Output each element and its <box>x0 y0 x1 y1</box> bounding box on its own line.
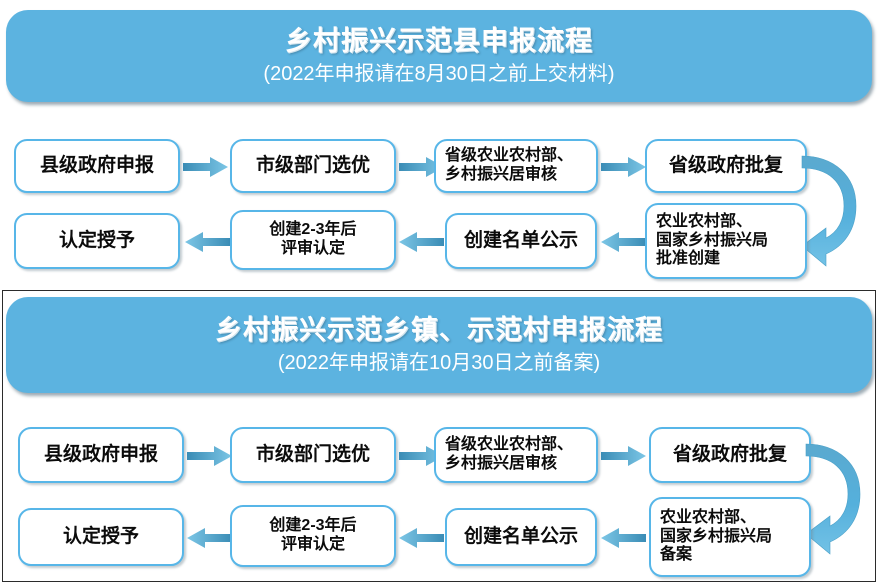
arrow-right-1c <box>601 157 646 177</box>
section-2-banner: 乡村振兴示范乡镇、示范村申报流程 (2022年申报请在10月30日之前备案) <box>6 297 872 393</box>
node-provincial-approval-1[interactable]: 省级政府批复 <box>645 139 807 193</box>
arrow-right-1a <box>183 157 228 177</box>
arrow-left-2a <box>187 528 232 548</box>
node-label: 创建名单公示 <box>463 229 578 251</box>
section-1-banner: 乡村振兴示范县申报流程 (2022年申报请在8月30日之前上交材料) <box>6 10 872 102</box>
node-county-application-1[interactable]: 县级政府申报 <box>14 139 180 193</box>
node-label-line-2: 乡村振兴居审核 <box>445 455 558 472</box>
node-label-line-1: 省级农业农村部、 <box>445 147 574 165</box>
node-label-line-1: 农业农村部、 <box>660 508 757 526</box>
node-label: 创建名单公示 <box>463 525 578 547</box>
node-label: 创建2-3年后 评审认定 <box>232 221 394 259</box>
node-certification-award-2[interactable]: 认定授予 <box>18 508 184 566</box>
node-ministry-approval-1[interactable]: 农业农村部、 国家乡村振兴局 批准创建 <box>645 203 807 279</box>
node-certification-award-1[interactable]: 认定授予 <box>14 213 180 269</box>
arrow-left-1b <box>399 232 444 252</box>
node-ministry-filing-2[interactable]: 农业农村部、 国家乡村振兴局 备案 <box>649 497 811 577</box>
node-label: 省级政府批复 <box>668 154 783 176</box>
arrow-right-2b <box>399 446 444 466</box>
arrow-left-1a <box>185 232 230 252</box>
node-label-line-1: 创建2-3年后 <box>269 221 357 239</box>
node-label-line-2: 评审认定 <box>280 536 345 553</box>
node-label-line-2: 评审认定 <box>280 240 345 257</box>
node-label-line-2: 乡村振兴居审核 <box>445 166 558 183</box>
node-label-line-2: 国家乡村振兴局 <box>660 527 773 545</box>
node-review-after-years-1[interactable]: 创建2-3年后 评审认定 <box>230 210 396 270</box>
node-label: 农业农村部、 国家乡村振兴局 批准创建 <box>656 213 768 270</box>
section-2-title: 乡村振兴示范乡镇、示范村申报流程 <box>215 315 663 346</box>
node-county-application-2[interactable]: 县级政府申报 <box>18 427 184 483</box>
node-label: 市级部门选优 <box>255 154 370 176</box>
node-label-line-1: 创建2-3年后 <box>269 517 357 535</box>
section-2-subtitle: (2022年申报请在10月30日之前备案) <box>277 351 601 374</box>
node-label: 省级农业农村部、 乡村振兴居审核 <box>445 147 573 185</box>
node-label: 认定授予 <box>58 229 135 251</box>
node-label: 认定授予 <box>62 525 139 547</box>
node-label: 县级政府申报 <box>39 154 154 176</box>
arrow-left-1c <box>601 232 646 252</box>
node-label: 县级政府申报 <box>43 443 158 465</box>
arrow-left-2b <box>399 528 444 548</box>
node-provincial-review-1[interactable]: 省级农业农村部、 乡村振兴居审核 <box>434 139 598 193</box>
node-city-selection-2[interactable]: 市级部门选优 <box>230 427 396 483</box>
section-1-title: 乡村振兴示范县申报流程 <box>285 26 593 57</box>
node-label: 农业农村部、 国家乡村振兴局 备案 <box>660 509 772 566</box>
node-label: 市级部门选优 <box>255 443 370 465</box>
node-label-line-3: 备案 <box>660 546 693 564</box>
arrow-left-2c <box>601 528 646 548</box>
node-label-line-1: 省级农业农村部、 <box>445 436 574 454</box>
node-label: 省级政府批复 <box>672 443 787 465</box>
node-provincial-approval-2[interactable]: 省级政府批复 <box>649 427 811 483</box>
node-creation-list-publicity-1[interactable]: 创建名单公示 <box>445 213 597 269</box>
node-creation-list-publicity-2[interactable]: 创建名单公示 <box>445 508 597 566</box>
arrow-right-1b <box>399 157 444 177</box>
node-review-after-years-2[interactable]: 创建2-3年后 评审认定 <box>230 505 396 567</box>
node-provincial-review-2[interactable]: 省级农业农村部、 乡村振兴居审核 <box>434 427 598 483</box>
node-label-line-2: 国家乡村振兴局 <box>656 231 769 249</box>
node-label: 创建2-3年后 评审认定 <box>232 517 394 555</box>
node-label-line-3: 批准创建 <box>656 250 721 268</box>
node-label: 省级农业农村部、 乡村振兴居审核 <box>445 436 573 474</box>
curved-down-arrow-2 <box>804 438 874 558</box>
arrow-right-2a <box>187 446 232 466</box>
node-label-line-1: 农业农村部、 <box>656 212 753 230</box>
arrow-right-2c <box>601 446 646 466</box>
section-1-subtitle: (2022年申报请在8月30日之前上交材料) <box>263 62 615 85</box>
node-city-selection-1[interactable]: 市级部门选优 <box>230 139 396 193</box>
curved-down-arrow-1 <box>800 150 870 270</box>
